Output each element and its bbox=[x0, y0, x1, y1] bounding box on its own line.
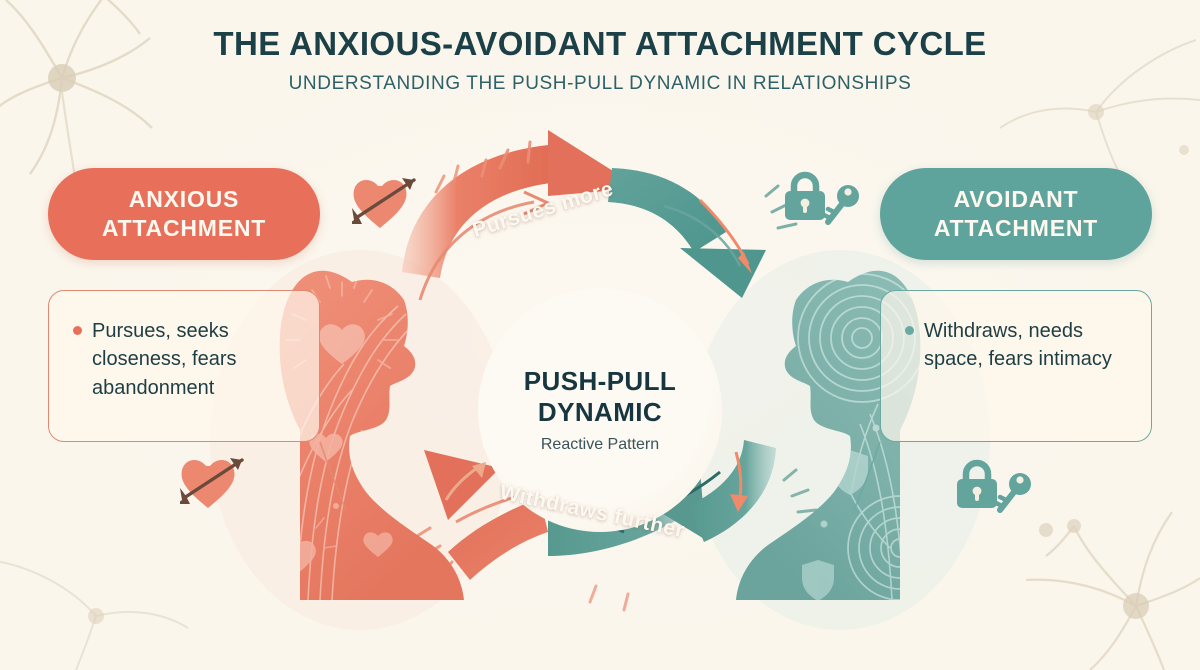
core-subtitle: Reactive Pattern bbox=[540, 436, 660, 454]
heart-arrow-icon bbox=[348, 172, 426, 237]
anxious-attachment-badge[interactable]: ANXIOUS ATTACHMENT bbox=[48, 168, 320, 260]
avoidant-attachment-badge[interactable]: AVOIDANT ATTACHMENT bbox=[880, 168, 1152, 260]
connector-left bbox=[319, 441, 347, 511]
anxious-trait-text: Pursues, seeks closeness, fears abandonm… bbox=[92, 320, 237, 399]
header: THE ANXIOUS-AVOIDANT ATTACHMENT CYCLE UN… bbox=[0, 25, 1200, 95]
push-pull-core: PUSH-PULL DYNAMIC Reactive Pattern bbox=[478, 288, 722, 532]
avoidant-badge-label: AVOIDANT ATTACHMENT bbox=[933, 186, 1099, 241]
avoidant-person-silhouette bbox=[736, 270, 921, 600]
heart-arrow-icon bbox=[176, 452, 254, 517]
anxious-person-silhouette bbox=[279, 270, 464, 600]
avoidant-trait-box: Withdraws, needs space, fears intimacy bbox=[880, 290, 1152, 442]
core-title: PUSH-PULL DYNAMIC bbox=[523, 365, 677, 427]
bullet-dot-icon bbox=[73, 326, 82, 335]
avoidant-trait-text: Withdraws, needs space, fears intimacy bbox=[924, 320, 1112, 371]
page-title: THE ANXIOUS-AVOIDANT ATTACHMENT CYCLE bbox=[213, 25, 987, 62]
anxious-badge-label: ANXIOUS ATTACHMENT bbox=[101, 186, 267, 241]
lock-key-icon bbox=[952, 458, 1036, 525]
anxious-trait-box: Pursues, seeks closeness, fears abandonm… bbox=[48, 290, 320, 442]
bullet-dot-icon bbox=[905, 326, 914, 335]
lock-key-icon bbox=[780, 170, 864, 237]
page-subtitle: UNDERSTANDING THE PUSH-PULL DYNAMIC IN R… bbox=[288, 73, 912, 95]
top-cycle-arrow bbox=[402, 130, 798, 301]
connector-right bbox=[853, 441, 881, 511]
